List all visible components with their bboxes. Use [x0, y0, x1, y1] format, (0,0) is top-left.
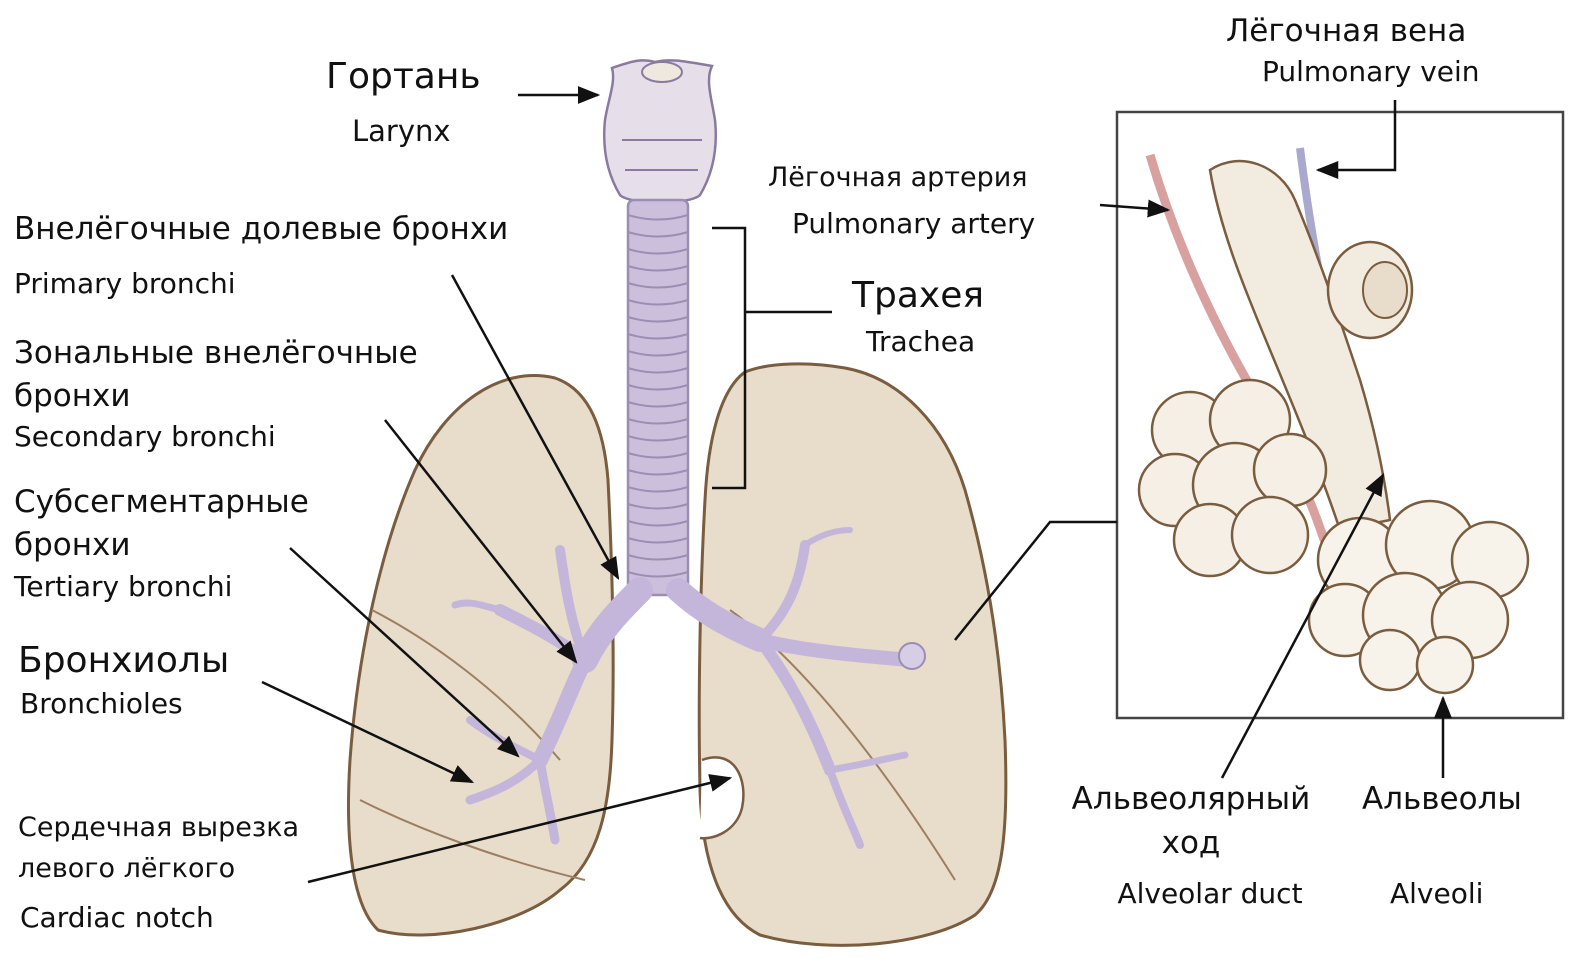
tertiary-bronchi-label-ru-2: бронхи: [14, 528, 131, 564]
secondary-bronchi-label-en: Secondary bronchi: [14, 421, 276, 453]
cardiac-notch-label-en: Cardiac notch: [20, 902, 214, 934]
pulmonary-vein-label-ru: Лёгочная вена: [1226, 14, 1466, 50]
cardiac-notch-label-ru-2: левого лёгкого: [18, 853, 235, 884]
bronchus-cross-section: [899, 643, 925, 669]
larynx-label-ru: Гортань: [326, 56, 481, 97]
cardiac-notch-label-ru-1: Сердечная вырезка: [18, 812, 299, 843]
bronchioles-label-en: Bronchioles: [20, 688, 183, 720]
trachea-label-ru: Трахея: [852, 275, 984, 316]
primary-bronchi-label-ru: Внелёгочные долевые бронхи: [14, 212, 508, 248]
bronchioles-label-ru: Бронхиолы: [18, 640, 229, 681]
alveolar-duct-label-ru-1: Альвеолярный: [1046, 782, 1336, 818]
primary-bronchi-label-en: Primary bronchi: [14, 268, 236, 300]
trachea-label-en: Trachea: [866, 326, 975, 358]
alveoli-label-ru: Альвеолы: [1362, 782, 1522, 818]
alveoli-label-en: Alveoli: [1390, 878, 1483, 910]
secondary-bronchi-label-ru-2: бронхи: [14, 379, 131, 415]
larynx-epiglottis: [642, 62, 682, 82]
inset-bronchiole-lumen: [1363, 262, 1407, 318]
trachea-shape: [628, 200, 688, 595]
pulmonary-vein-label-en: Pulmonary vein: [1262, 56, 1480, 88]
pulmonary-artery-label-en: Pulmonary artery: [792, 208, 1035, 240]
secondary-bronchi-label-ru-1: Зональные внелёгочные: [14, 336, 418, 372]
pulmonary-artery-label-ru: Лёгочная артерия: [768, 162, 1028, 193]
tertiary-bronchi-label-ru-1: Субсегментарные: [14, 485, 309, 521]
tertiary-bronchi-label-en: Tertiary bronchi: [14, 571, 232, 603]
larynx-label-en: Larynx: [352, 115, 451, 148]
alveolar-duct-label-en: Alveolar duct: [1060, 878, 1360, 910]
alveolar-duct-label-ru-2: ход: [1046, 826, 1336, 862]
